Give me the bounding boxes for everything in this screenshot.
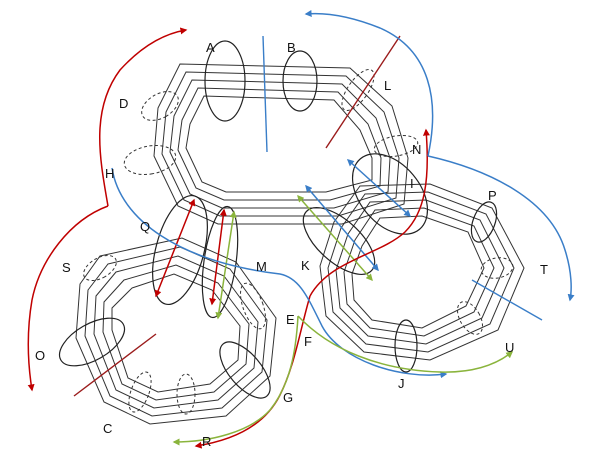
ring-r — [176, 373, 196, 415]
label-t: T — [540, 262, 548, 277]
ring-o — [58, 317, 126, 367]
ring-c — [128, 371, 152, 413]
upper-wire-loop — [153, 63, 409, 225]
label-m: M — [256, 259, 267, 274]
label-u: U — [505, 340, 514, 355]
label-g: G — [283, 390, 293, 405]
green-double-arrow-1 — [215, 210, 237, 320]
red-curve-top-left — [99, 27, 188, 207]
blue-curve-h-to-m — [111, 167, 448, 379]
label-d: D — [119, 96, 128, 111]
ring-j — [394, 319, 418, 373]
label-n: N — [412, 142, 421, 157]
label-i: I — [410, 176, 414, 191]
ring-g — [219, 341, 271, 399]
lower-left-wire-loop — [75, 237, 277, 425]
ring-l — [341, 69, 375, 111]
ring-a — [204, 40, 246, 122]
blue-line-right — [471, 279, 543, 321]
indicator-lines — [73, 35, 543, 397]
red-line-lower-left — [73, 333, 157, 397]
label-l: L — [384, 78, 391, 93]
ring-s — [83, 255, 117, 281]
label-b: B — [287, 40, 296, 55]
label-s: S — [62, 260, 71, 275]
label-f: F — [304, 334, 312, 349]
ring-d — [141, 91, 179, 121]
ring-u — [457, 301, 483, 335]
double-arrows — [154, 159, 412, 320]
dashed-rings — [83, 69, 514, 415]
green-curve-right — [297, 315, 514, 373]
green-curve-bottom — [172, 315, 299, 446]
label-r: R — [202, 434, 211, 449]
ring-n — [373, 134, 419, 158]
green-double-arrow-2 — [297, 194, 373, 282]
red-line-top-right — [325, 35, 401, 149]
label-h: H — [105, 166, 114, 181]
label-q: Q — [140, 219, 150, 234]
label-a: A — [206, 40, 215, 55]
ring-t — [480, 257, 514, 279]
letter-labels: A B D L N H I P Q S M K T E F U O J G C … — [35, 40, 548, 449]
curved-arrows — [27, 10, 575, 449]
ring-b — [282, 50, 318, 112]
ring-p — [470, 201, 498, 243]
ring-q — [152, 194, 208, 306]
ring-e — [240, 282, 266, 330]
red-curve-middle — [309, 128, 430, 297]
ring-h — [123, 144, 177, 176]
label-e: E — [286, 312, 295, 327]
blue-curve-top — [304, 10, 434, 157]
label-o: O — [35, 348, 45, 363]
blue-line-top — [262, 35, 268, 153]
blue-double-arrow-2 — [346, 159, 412, 217]
label-c: C — [103, 421, 112, 436]
red-curve-left — [27, 205, 109, 392]
blue-curve-right — [427, 155, 575, 302]
label-p: P — [488, 188, 497, 203]
red-double-arrow-1 — [154, 198, 196, 298]
label-j: J — [398, 376, 405, 391]
label-k: K — [301, 258, 310, 273]
